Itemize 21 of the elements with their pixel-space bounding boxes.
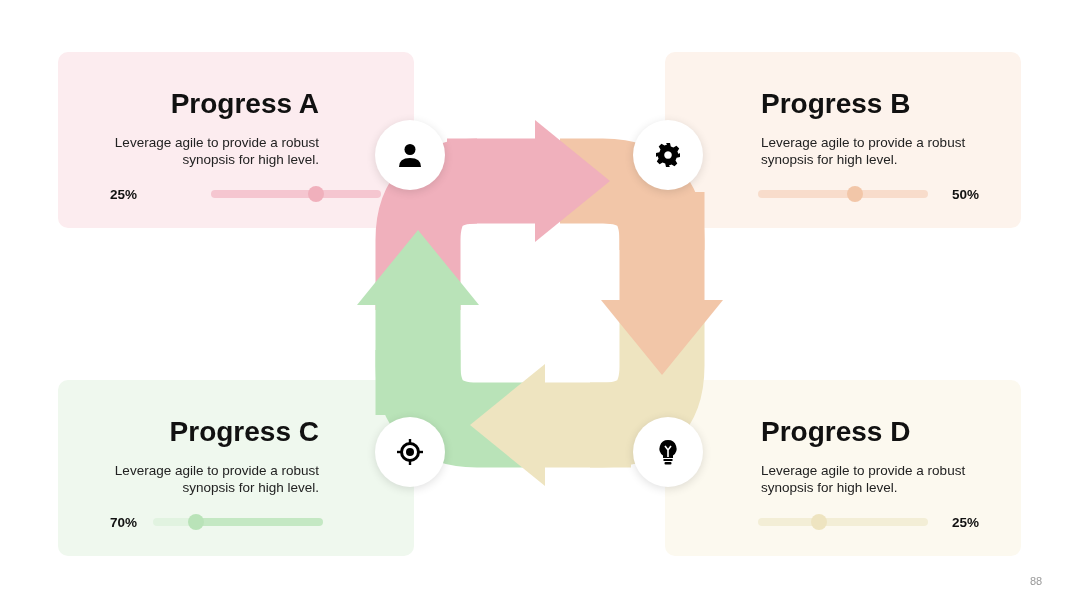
cycle-arrow bbox=[447, 120, 610, 242]
cycle-arrow bbox=[357, 230, 479, 415]
percent-label: 25% bbox=[952, 515, 980, 530]
percent-label: 50% bbox=[952, 187, 980, 202]
card-title: Progress A bbox=[170, 88, 319, 120]
progress-card bbox=[58, 52, 414, 228]
card-title: Progress B bbox=[761, 88, 911, 120]
cycle-arrow bbox=[470, 364, 631, 486]
card-description: Leverage agile to provide a robust synopsis for high level. bbox=[113, 134, 319, 168]
progress-card bbox=[665, 52, 1021, 228]
percent-label: 25% bbox=[110, 187, 138, 202]
card-description: Leverage agile to provide a robust synopsis for high level. bbox=[113, 462, 319, 496]
percent-label: 70% bbox=[110, 515, 138, 530]
cycle-arrow bbox=[601, 192, 723, 375]
card-title: Progress D bbox=[761, 416, 911, 448]
page-number: 88 bbox=[1030, 575, 1043, 587]
card-description: Leverage agile to provide a robust synopsis for high level. bbox=[761, 134, 967, 168]
card-title: Progress C bbox=[169, 416, 319, 448]
progress-card bbox=[665, 380, 1021, 556]
progress-card bbox=[58, 380, 414, 556]
card-description: Leverage agile to provide a robust synopsis for high level. bbox=[761, 462, 967, 496]
